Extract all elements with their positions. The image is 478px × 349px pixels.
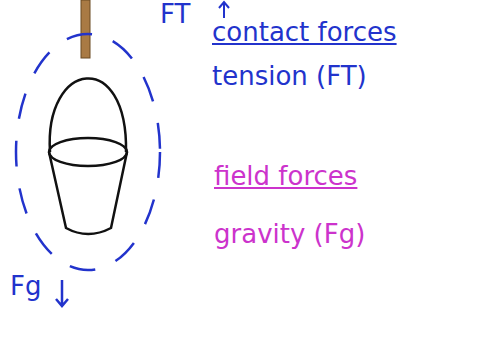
category-heading: field forces: [214, 162, 357, 192]
category-heading: contact forces: [212, 18, 397, 48]
gravity-arrow: [56, 280, 68, 306]
force-name: tension (FT): [212, 62, 367, 92]
bucket-body: [49, 152, 127, 234]
tension-arrow: [219, 2, 229, 18]
rope: [81, 0, 90, 58]
system-boundary: [16, 34, 160, 270]
bucket-rim: [49, 138, 127, 166]
force-symbol: Fg: [10, 272, 41, 302]
force-symbol: FT: [160, 0, 190, 30]
force-name: gravity (Fg): [214, 220, 365, 250]
